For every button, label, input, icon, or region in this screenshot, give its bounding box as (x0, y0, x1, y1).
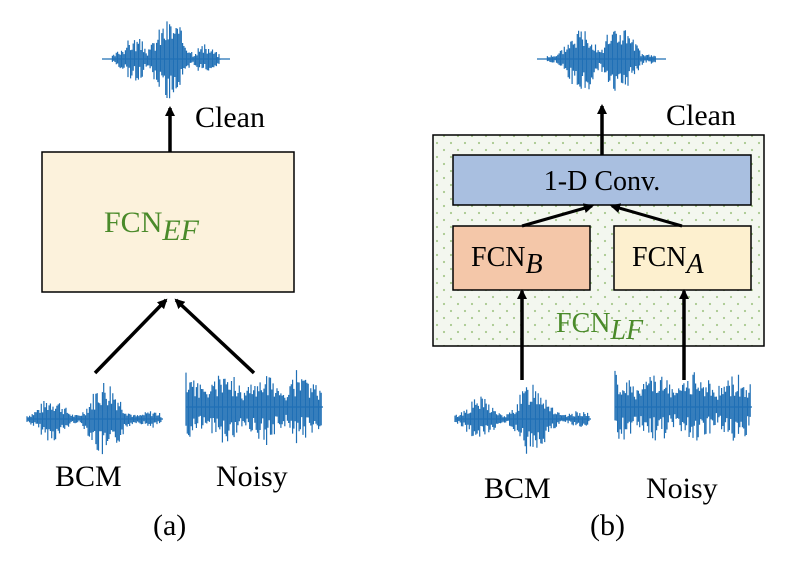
fcn-a-subscript: A (684, 249, 704, 280)
fcn-lf-label: FCNLF (556, 308, 644, 346)
fcn-b-to-conv-arrow (521, 203, 594, 228)
bcm-arrow-a (93, 298, 168, 375)
fcn-a-to-conv-arrow (610, 203, 683, 228)
fcn-b-box (452, 225, 591, 291)
bcm-label-b: BCM (484, 472, 551, 505)
waveform-trace (105, 21, 228, 99)
noisy-waveform-a (185, 370, 323, 445)
conv-box (452, 154, 752, 206)
noisy-label-b: Noisy (646, 472, 718, 505)
bcm-waveform-b (454, 384, 591, 454)
fcn-ef-name: FCN (104, 206, 162, 239)
fcn-a-name: FCN (632, 242, 686, 273)
caption-a: (a) (153, 509, 186, 542)
bcm-waveform-a (26, 383, 163, 455)
panel-a: Clean FCNEF BCM Noisy (a) (26, 21, 323, 542)
fcn-ef-subscript: EF (161, 214, 199, 247)
caption-b: (b) (590, 509, 625, 542)
panel-b: Clean 1-D Conv. FCNB FCNA FCNLF BCM Nois… (432, 30, 765, 542)
fcn-a-label: FCNA (632, 242, 704, 280)
waveform-trace (185, 370, 322, 445)
fcn-b-name: FCN (471, 242, 525, 273)
waveform-trace (539, 30, 664, 91)
bcm-label-a: BCM (55, 460, 122, 493)
fcn-lf-name: FCN (556, 308, 610, 339)
fcn-b-subscript: B (525, 249, 542, 280)
waveform-trace (454, 384, 590, 454)
conv-label: 1-D Conv. (544, 166, 660, 197)
fcn-a-box (613, 225, 752, 291)
waveform-trace (26, 383, 162, 455)
noisy-label-a: Noisy (216, 460, 288, 493)
clean-label-a: Clean (195, 101, 265, 134)
noisy-arrow-a (174, 298, 256, 375)
waveform-trace (614, 370, 751, 441)
clean-label-b: Clean (666, 99, 736, 132)
fcn-ef-box (41, 151, 295, 293)
fcn-lf-subscript: LF (609, 315, 644, 346)
noisy-waveform-b (614, 370, 752, 441)
clean-waveform-a (102, 21, 230, 99)
clean-waveform-b (537, 30, 666, 91)
fcn-ef-label: FCNEF (104, 206, 200, 247)
fcn-b-label: FCNB (471, 242, 543, 280)
